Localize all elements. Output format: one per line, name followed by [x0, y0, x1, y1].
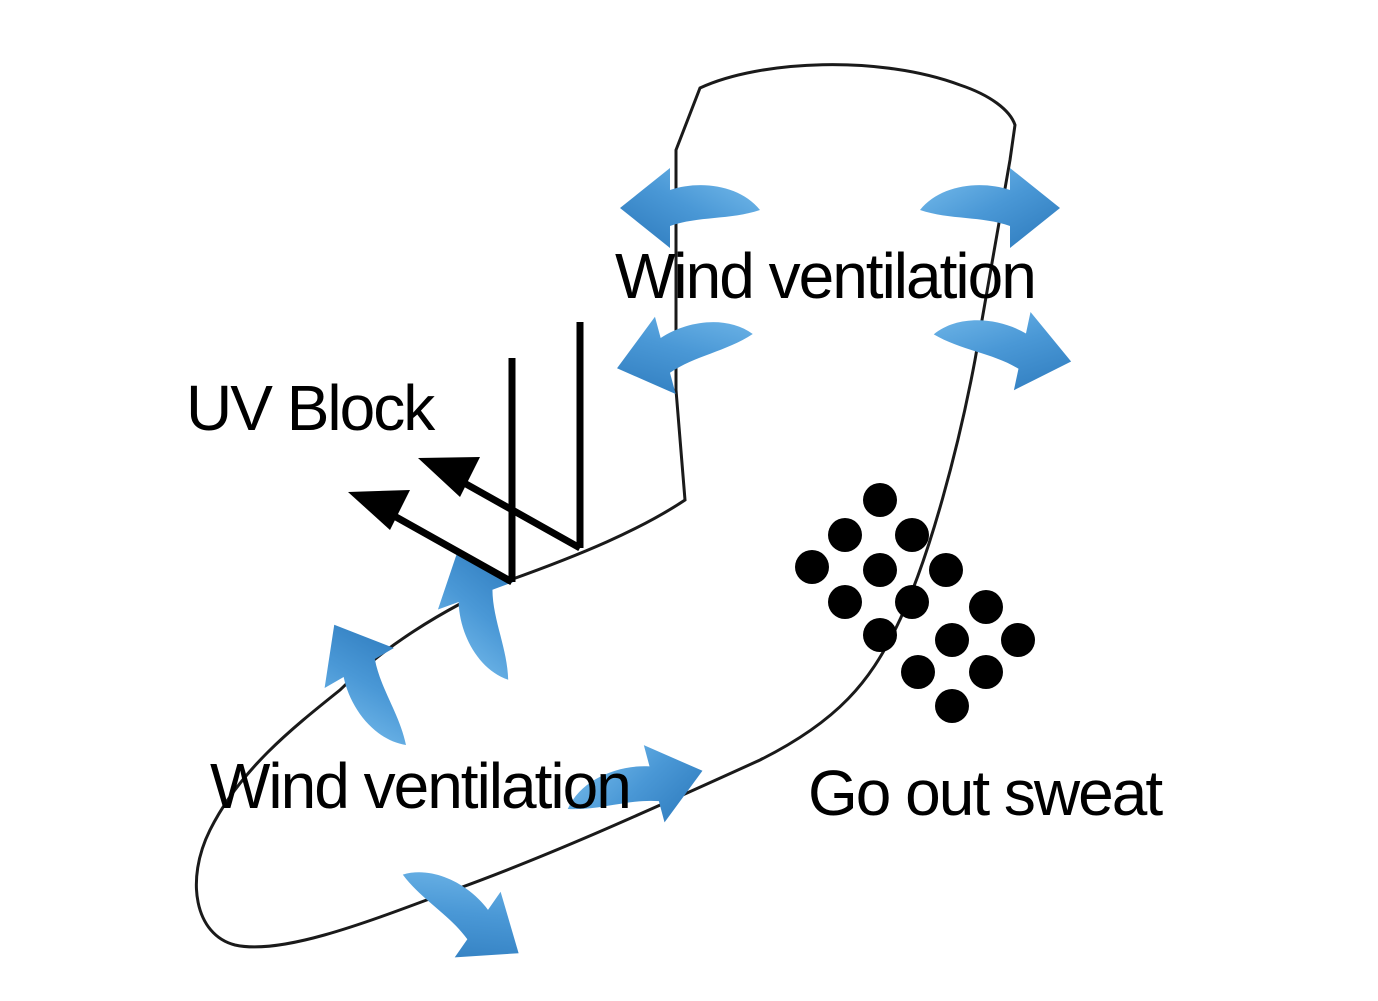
wind-arrow-bottom-1 — [380, 840, 542, 987]
label-wind-ventilation-bottom: Wind ventilation — [210, 750, 630, 822]
wind-arrow-top-left-upper — [620, 168, 760, 248]
label-go-out-sweat: Go out sweat — [808, 757, 1163, 829]
wind-arrow-top-right-upper — [920, 168, 1060, 248]
label-uv-block: UV Block — [186, 372, 436, 444]
uv-arrowhead-1 — [348, 490, 410, 530]
sweat-dots-icon — [795, 483, 1035, 723]
uv-rays-icon — [378, 322, 584, 586]
uv-arrowhead-2 — [418, 457, 480, 497]
label-wind-ventilation-top: Wind ventilation — [615, 240, 1035, 312]
